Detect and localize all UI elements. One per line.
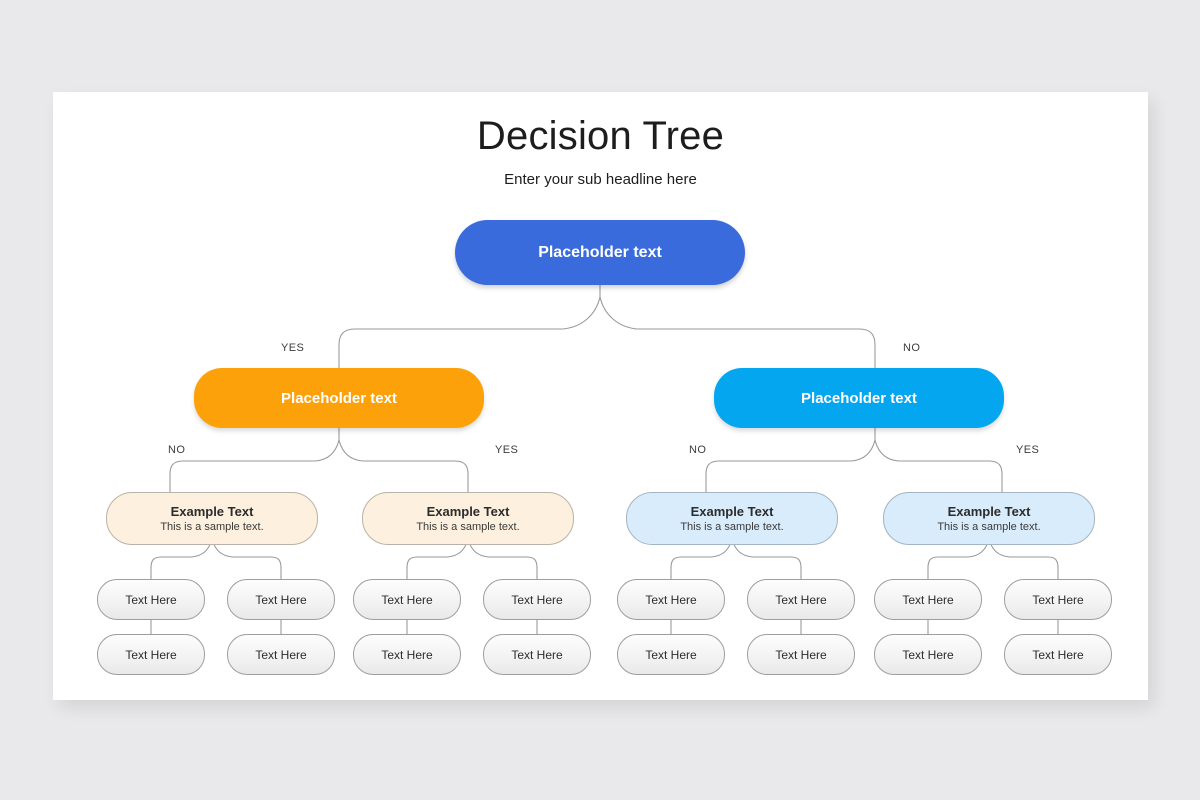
node-level5-8[interactable]: Text Here [1004,634,1112,675]
connector-cyan-to-l3c [705,439,876,492]
connector-root-to-yes [338,296,601,368]
node-level5-1[interactable]: Text Here [97,634,205,675]
connector-l3d-to-leaf8 [988,538,1059,579]
node-level5-6[interactable]: Text Here [747,634,855,675]
node-level3-4[interactable]: Example Text This is a sample text. [883,492,1095,545]
node-level5-8-label: Text Here [1032,647,1084,662]
node-level3-3[interactable]: Example Text This is a sample text. [626,492,838,545]
node-level3-2-subtitle: This is a sample text. [416,520,520,533]
node-level5-3-label: Text Here [381,647,433,662]
node-level3-2-title: Example Text [426,503,510,519]
edge-label-l3-2: YES [495,444,519,456]
node-level3-2[interactable]: Example Text This is a sample text. [362,492,574,545]
node-level4-8-label: Text Here [1032,592,1084,607]
node-level4-6[interactable]: Text Here [747,579,855,620]
node-level4-4-label: Text Here [511,592,563,607]
node-level2-no-label: Placeholder text [801,389,917,407]
node-level5-5[interactable]: Text Here [617,634,725,675]
node-level5-2[interactable]: Text Here [227,634,335,675]
page-subtitle: Enter your sub headline here [504,171,697,188]
node-level4-6-label: Text Here [775,592,827,607]
node-level4-7[interactable]: Text Here [874,579,982,620]
connector-l3a-to-leaf2 [211,538,282,579]
node-level4-4[interactable]: Text Here [483,579,591,620]
slide-canvas: Decision Tree Enter your sub headline he… [53,92,1148,700]
page-title: Decision Tree [476,114,725,158]
node-level4-2-label: Text Here [255,592,307,607]
node-level5-1-label: Text Here [125,647,177,662]
node-level4-1-label: Text Here [125,592,177,607]
node-level2-yes[interactable]: Placeholder text [194,368,484,428]
node-level5-5-label: Text Here [645,647,697,662]
edge-label-l3-1: NO [168,444,186,456]
node-level3-4-subtitle: This is a sample text. [937,520,1041,533]
node-level5-2-label: Text Here [255,647,307,662]
node-level5-7[interactable]: Text Here [874,634,982,675]
connector-orange-to-l3a [169,439,340,492]
node-level2-no[interactable]: Placeholder text [714,368,1004,428]
node-level5-4-label: Text Here [511,647,563,662]
node-root-label: Placeholder text [538,243,662,261]
node-level3-3-subtitle: This is a sample text. [680,520,784,533]
node-root[interactable]: Placeholder text [455,220,745,285]
node-level4-1[interactable]: Text Here [97,579,205,620]
node-level4-3[interactable]: Text Here [353,579,461,620]
edge-label-root-no: NO [903,342,921,354]
node-level4-5[interactable]: Text Here [617,579,725,620]
node-level4-7-label: Text Here [902,592,954,607]
node-level5-4[interactable]: Text Here [483,634,591,675]
edge-label-l3-4: YES [1016,444,1040,456]
node-level3-3-title: Example Text [690,503,774,519]
connector-orange-to-l3b [338,439,469,492]
node-level4-3-label: Text Here [381,592,433,607]
node-level5-3[interactable]: Text Here [353,634,461,675]
connector-l3b-to-leaf3 [406,538,469,579]
connector-l3d-to-leaf7 [927,538,990,579]
connector-cyan-to-l3d [874,439,1003,492]
connector-l3c-to-leaf5 [670,538,733,579]
node-level4-8[interactable]: Text Here [1004,579,1112,620]
node-level3-1[interactable]: Example Text This is a sample text. [106,492,318,545]
node-level5-6-label: Text Here [775,647,827,662]
connector-l3c-to-leaf6 [731,538,802,579]
node-level3-4-title: Example Text [947,503,1031,519]
node-level2-yes-label: Placeholder text [281,389,397,407]
connector-l3b-to-leaf4 [467,538,538,579]
node-level3-1-subtitle: This is a sample text. [160,520,264,533]
connector-root-to-no [599,296,876,368]
node-level3-1-title: Example Text [170,503,254,519]
node-level4-2[interactable]: Text Here [227,579,335,620]
connector-l3a-to-leaf1 [150,538,213,579]
node-level4-5-label: Text Here [645,592,697,607]
node-level5-7-label: Text Here [902,647,954,662]
edge-label-root-yes: YES [281,342,305,354]
edge-label-l3-3: NO [689,444,707,456]
